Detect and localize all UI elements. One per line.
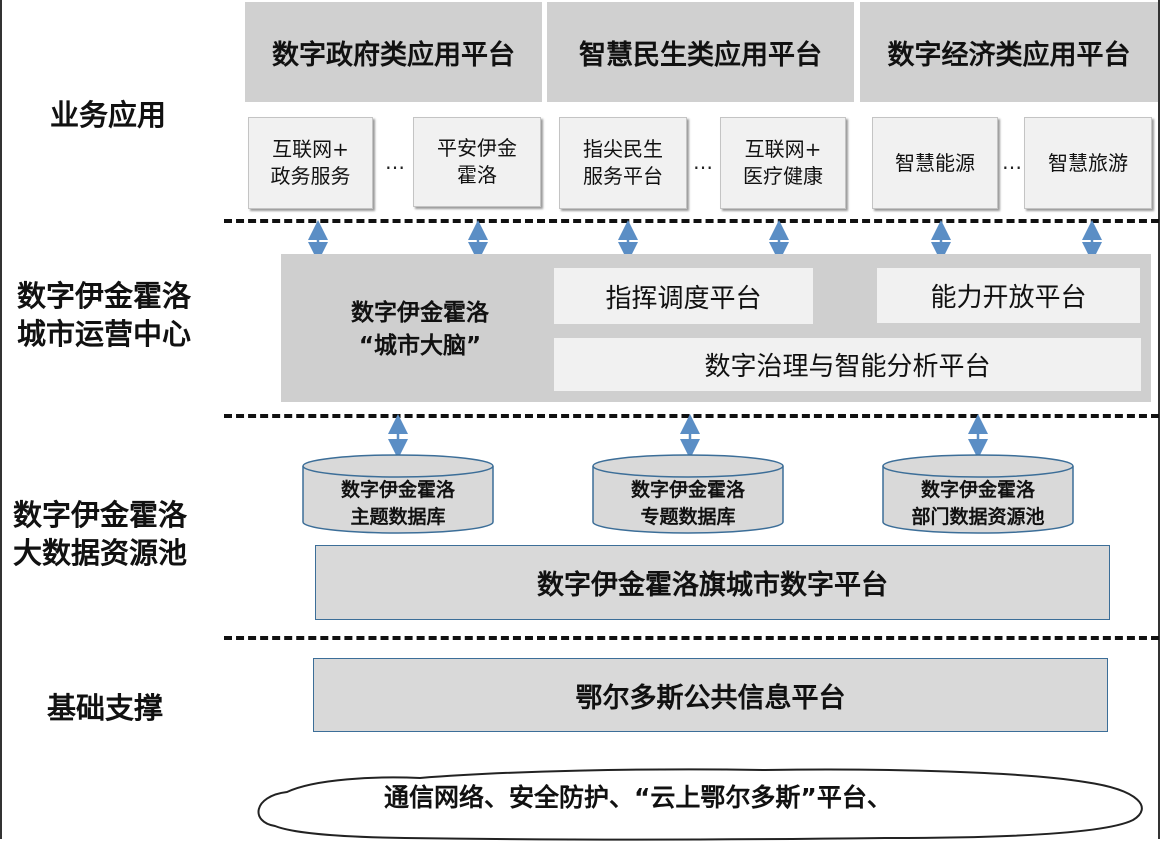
database-cylinder: 数字伊金霍洛 部门数据资源池 <box>882 454 1074 534</box>
public-info-platform-bar: 鄂尔多斯公共信息平台 <box>313 658 1108 732</box>
app-fingertip-livelihood: 指尖民生服务平台 <box>559 117 687 209</box>
layer-label-operation-line1: 数字伊金霍洛 <box>17 279 192 313</box>
ellipsis: … <box>693 150 713 174</box>
layer-label-operation: 数字伊金霍洛 城市运营中心 <box>17 277 191 353</box>
city-brain-line2: “城市大脑” <box>358 333 482 359</box>
app-line: 互联网+ <box>272 137 349 161</box>
separator-line <box>224 219 1159 223</box>
app-safe-yijinhuoluo: 平安伊金霍洛 <box>413 117 541 207</box>
separator-line <box>224 636 1159 640</box>
category-digital-economy: 数字经济类应用平台 <box>860 2 1158 102</box>
app-line: 霍洛 <box>457 163 497 187</box>
database-label-line2: 部门数据资源池 <box>911 506 1045 528</box>
database-cylinder: 数字伊金霍洛 主题数据库 <box>302 454 494 534</box>
city-digital-platform-bar: 数字伊金霍洛旗城市数字平台 <box>315 545 1110 620</box>
category-smart-livelihood: 智慧民生类应用平台 <box>547 2 854 102</box>
app-line: 服务平台 <box>583 164 663 188</box>
command-dispatch-platform: 指挥调度平台 <box>554 268 813 324</box>
database-label-line1: 数字伊金霍洛 <box>920 479 1035 501</box>
database-label: 数字伊金霍洛 主题数据库 <box>302 477 494 531</box>
governance-analysis-platform: 数字治理与智能分析平台 <box>554 338 1141 391</box>
layer-label-foundation: 基础支撑 <box>47 691 164 725</box>
app-line: 医疗健康 <box>743 164 823 188</box>
frame-right-line <box>1158 0 1160 839</box>
layer-label-bigdata-line1: 数字伊金霍洛 <box>13 498 188 532</box>
database-label-line1: 数字伊金霍洛 <box>630 479 745 501</box>
layer-label-business: 业务应用 <box>50 98 167 132</box>
database-label-line2: 主题数据库 <box>350 506 446 528</box>
layer-label-bigdata-line2: 大数据资源池 <box>13 536 188 570</box>
app-internet-healthcare: 互联网+ 医疗健康 <box>720 117 846 209</box>
frame-left-line <box>0 0 2 839</box>
layer-label-bigdata: 数字伊金霍洛 大数据资源池 <box>13 496 187 572</box>
database-label: 数字伊金霍洛 专题数据库 <box>592 477 784 531</box>
database-cylinder: 数字伊金霍洛 专题数据库 <box>592 454 784 534</box>
database-label-line1: 数字伊金霍洛 <box>340 479 455 501</box>
database-label: 数字伊金霍洛 部门数据资源池 <box>882 477 1074 531</box>
ellipsis: … <box>385 150 405 174</box>
app-internet-gov-service: 互联网+ 政务服务 <box>248 117 373 209</box>
database-label-line2: 专题数据库 <box>640 506 736 528</box>
layer-label-operation-line2: 城市运营中心 <box>17 317 192 351</box>
infrastructure-text: 通信网络、安全防护、“云上鄂尔多斯”平台、 <box>384 783 892 812</box>
app-line: 指尖民生 <box>583 137 663 161</box>
app-line: 互联网+ <box>744 137 822 161</box>
city-brain-line1: 数字伊金霍洛 <box>351 300 489 326</box>
category-digital-government: 数字政府类应用平台 <box>245 2 542 102</box>
app-smart-tourism: 智慧旅游 <box>1024 117 1152 209</box>
app-line: 平安伊金 <box>437 136 517 160</box>
separator-line <box>224 414 1159 418</box>
ellipsis: … <box>1002 150 1022 174</box>
app-smart-energy: 智慧能源 <box>872 117 998 209</box>
capability-open-platform: 能力开放平台 <box>877 268 1140 323</box>
city-brain-label: 数字伊金霍洛 “城市大脑” <box>300 290 540 370</box>
app-line: 政务服务 <box>270 164 351 188</box>
